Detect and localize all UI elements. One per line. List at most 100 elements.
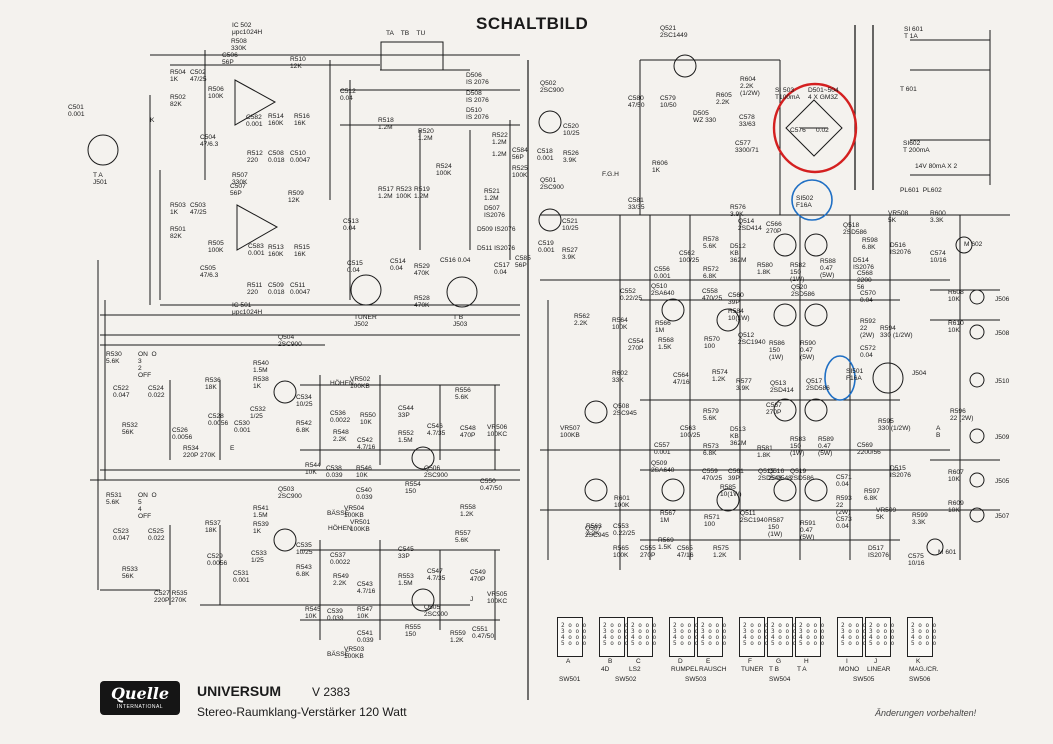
component-label-r508: R508 330K	[231, 38, 247, 52]
component-label-r558: R558 1.2K	[460, 504, 476, 518]
component-label-r594: R594 330 (1/2W)	[880, 325, 913, 339]
component-label-c577: C577 3300/71	[735, 140, 759, 154]
switch-letter: K	[916, 658, 921, 665]
component-label-r542: R542 6.8K	[296, 420, 312, 434]
component-label-c515: C515 0.04	[347, 260, 363, 274]
product-description: Stereo-Raumklang-Verstärker 120 Watt	[197, 705, 407, 719]
component-label-r608: R608 10K	[948, 289, 964, 303]
blue-annotation-circle-si501	[824, 355, 856, 401]
component-label-r525: R525 100K	[512, 165, 528, 179]
component-label-c576v: 0.02	[816, 127, 829, 134]
component-label-c549: C549 470P	[470, 569, 486, 583]
switch-function-label: MAG./CR.	[909, 666, 939, 673]
component-label-c581: C581 33/35	[628, 197, 645, 211]
component-label-c536: C536 0.0022	[330, 410, 351, 424]
red-annotation-circle	[772, 82, 858, 174]
switch-id: SW505	[853, 676, 875, 683]
component-label-basse2: BÄSSE	[327, 651, 349, 658]
component-label-vr504: VR504 100KB	[344, 505, 365, 519]
component-label-r529: R529 470K	[414, 263, 430, 277]
component-label-c551: C551 0.47/50	[472, 626, 494, 640]
component-label-si601: SI 601 T 1A	[904, 26, 924, 40]
component-label-d511: D511 IS2076	[477, 245, 516, 252]
component-label-vr507: VR507 100KB	[560, 425, 581, 439]
component-label-r602: R602 33K	[612, 370, 628, 384]
component-label-c578: C578 33/63	[739, 114, 756, 128]
switch-contacts: 2 o o o 3 o o o 4 o o o 5 o o o	[697, 617, 726, 657]
switch-function-label: TUNER	[741, 666, 764, 673]
component-label-vr503: VR503 100KB	[344, 646, 365, 660]
component-label-r572: R572 6.8K	[703, 266, 719, 280]
component-label-r514: R514 160K	[268, 113, 284, 127]
component-label-c579: C579 10/50	[660, 95, 677, 109]
component-label-hohen1: HÖHEN	[330, 380, 354, 387]
switch-contacts: 2 o o o 3 o o o 4 o o o 5 o o o	[865, 617, 894, 657]
component-label-tuner: TUNER J502	[354, 314, 377, 328]
component-label-c502: C502 47/25	[190, 69, 207, 83]
component-label-r531: R531 5.6K	[106, 492, 122, 506]
component-label-r522b: 1.2M	[492, 151, 507, 158]
contact-dots: 2 o o o 3 o o o 4 o o o 5 o o o	[771, 622, 796, 647]
component-label-c534: C534 10/25	[296, 394, 313, 408]
component-label-c553: C553 0.22/25	[613, 523, 635, 537]
component-label-r592: R592 22 (2W)	[860, 318, 876, 339]
component-label-c565: C565 47/16	[677, 545, 694, 559]
component-label-r552: R552 1.5M	[398, 430, 414, 444]
component-label-m602: M 602	[964, 241, 983, 248]
component-label-r539: R539 1K	[253, 521, 269, 535]
component-label-r554: R554 150	[405, 481, 421, 495]
component-label-r507: R507 330K	[232, 172, 248, 186]
switch-letter: H	[804, 658, 809, 665]
component-label-c513: C513 0.04	[343, 218, 359, 232]
component-label-c566: C566 270P	[766, 221, 782, 235]
component-label-c538: C538 0.039	[326, 465, 343, 479]
component-label-r533: R533 56K	[122, 566, 138, 580]
switch-id: SW503	[685, 676, 707, 683]
component-label-c532: C532 1/25	[250, 406, 266, 420]
switch-contacts: 2 o o o 3 o o o 4 o o o 5 o o o	[557, 617, 586, 657]
component-label-vr508: VR508 5K	[888, 210, 909, 224]
component-label-j504: J504	[912, 370, 927, 377]
component-label-c533: C533 1/25	[251, 550, 267, 564]
switch-function-label: T A	[797, 666, 807, 673]
component-label-on2: ON O 5 4 OFF	[138, 492, 157, 520]
component-label-r585: R585 10(1W)	[720, 484, 742, 498]
component-label-d506: D506 IS 2076	[466, 72, 489, 86]
component-label-c554: C554 270P	[628, 338, 644, 352]
component-label-c576: C576	[790, 127, 806, 134]
component-label-r583: R583 150 (1W)	[790, 436, 806, 457]
component-label-r606: R606 1K	[652, 160, 668, 174]
switch-contacts: 2 o o o 3 o o o 4 o o o 5 o o o	[669, 617, 698, 657]
component-label-c574: C574 10/16	[930, 250, 947, 264]
component-label-r610: R610 10K	[948, 320, 964, 334]
component-label-c582: C582 0.001	[246, 114, 263, 128]
component-label-r597: R597 6.8K	[864, 488, 880, 502]
component-label-j508: J508	[995, 330, 1010, 337]
component-label-c560: C560 39P	[728, 292, 744, 306]
component-label-c539: C539 0.039	[327, 608, 344, 622]
component-label-r604: R604 2.2K (1/2W)	[740, 76, 760, 97]
component-label-c569: C569 2200/56	[857, 442, 881, 456]
component-label-ta: T A J501	[93, 172, 108, 186]
component-label-q520: Q520 2SD586	[791, 284, 815, 298]
component-label-q508: Q508 2SC945	[613, 403, 637, 417]
component-label-c583: C583 0.001	[248, 243, 265, 257]
component-label-c514: C514 0.04	[390, 258, 406, 272]
component-label-d515: D515 IS2076	[890, 465, 911, 479]
diagram-title: SCHALTBILD	[476, 14, 589, 33]
component-label-c545: C545 33P	[398, 546, 414, 560]
component-label-r578: R578 5.6K	[703, 236, 719, 250]
component-label-r556: R556 5.6K	[455, 387, 471, 401]
component-label-c501: C501 0.001	[68, 104, 85, 118]
component-label-r587: R587 150 (1W)	[768, 517, 784, 538]
component-label-r504: R504 1K	[170, 69, 186, 83]
switch-function-label: MONO	[839, 666, 860, 673]
model-number: V 2383	[312, 685, 351, 699]
component-label-c504: C504 47/6.3	[200, 134, 219, 148]
component-label-hohen2: HÖHEN	[328, 525, 352, 532]
component-label-c552: C552 0.22/25	[620, 288, 642, 302]
component-label-r589: R589 0.47 (5W)	[818, 436, 834, 457]
